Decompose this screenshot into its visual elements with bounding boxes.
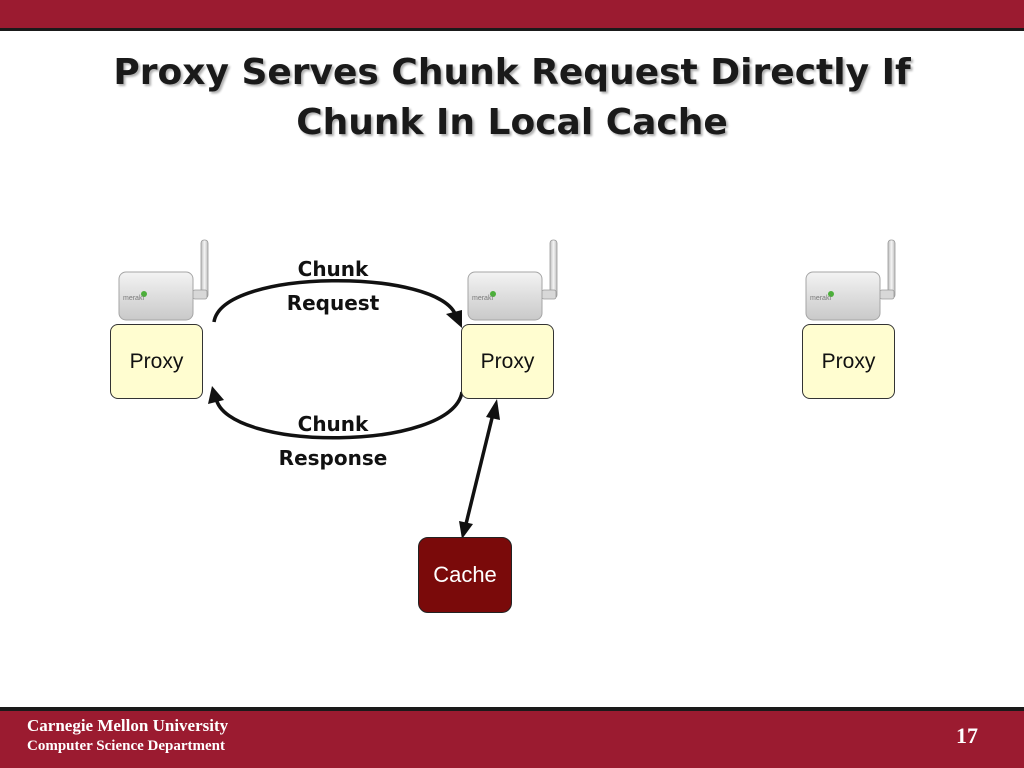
slide-title: Proxy Serves Chunk Request Directly If C… bbox=[40, 48, 984, 148]
cache-node: Cache bbox=[418, 537, 512, 613]
chunk-request-label-line-1: Chunk bbox=[297, 257, 369, 281]
chunk-response-arrow bbox=[208, 386, 464, 440]
device-brand-text: meraki bbox=[123, 295, 144, 302]
cache-node-label: Cache bbox=[433, 562, 497, 587]
slide-title-line-1: Proxy Serves Chunk Request Directly If bbox=[113, 52, 911, 93]
proxy-node-label: Proxy bbox=[821, 349, 876, 373]
device-brand-text: meraki bbox=[810, 295, 831, 302]
chunk-response-label: Chunk Response bbox=[263, 407, 403, 475]
router-device-icon-middle: meraki bbox=[467, 239, 558, 321]
proxy-node-label: Proxy bbox=[129, 349, 184, 373]
page-number: 17 bbox=[956, 723, 978, 748]
top-divider-line bbox=[0, 28, 1024, 31]
proxy-node-label: Proxy bbox=[480, 349, 535, 373]
router-device-icon-left: meraki bbox=[118, 239, 209, 321]
router-device-icon-right: meraki bbox=[805, 239, 896, 321]
footer-department: Computer Science Department bbox=[27, 738, 226, 754]
chunk-request-arrow bbox=[212, 279, 462, 328]
proxy-node-left: Proxy bbox=[110, 324, 203, 399]
footer-bar bbox=[0, 711, 1024, 768]
proxy-node-right: Proxy bbox=[802, 324, 895, 399]
chunk-response-label-line-2: Response bbox=[278, 446, 388, 470]
proxy-node-middle: Proxy bbox=[461, 324, 554, 399]
slide-title-line-2: Chunk In Local Cache bbox=[296, 102, 728, 143]
chunk-request-label-line-2: Request bbox=[286, 291, 380, 315]
chunk-request-label: Chunk Request bbox=[263, 252, 403, 320]
proxy-cache-double-arrow bbox=[459, 399, 500, 539]
chunk-response-label-line-1: Chunk bbox=[297, 412, 369, 436]
footer-university: Carnegie Mellon University bbox=[27, 716, 229, 735]
top-accent-bar bbox=[0, 0, 1024, 28]
bottom-divider-line bbox=[0, 707, 1024, 711]
device-brand-text: meraki bbox=[472, 295, 493, 302]
